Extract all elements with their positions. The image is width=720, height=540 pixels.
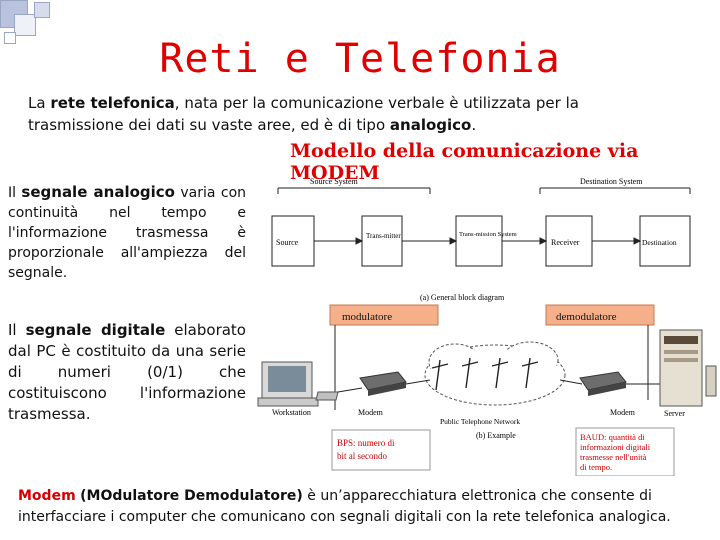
server-label: Server <box>664 409 685 418</box>
modem-right-icon <box>579 371 627 396</box>
modulatore-box <box>329 304 439 326</box>
analog-text: varia con continuità nel tempo e l'infor… <box>8 185 247 281</box>
demodulatore-label: demodulatore <box>556 311 617 323</box>
digital-signal-paragraph: Il segnale digitale elaborato dal PC è c… <box>8 320 246 425</box>
block-transmission: Trans-mission System <box>459 231 517 238</box>
decor-square <box>4 32 16 44</box>
baud-note-box <box>575 427 675 476</box>
bps-note-box <box>331 429 431 471</box>
decor-square <box>14 14 36 36</box>
modem-expansion: (MOdulatore Demodulatore) <box>80 488 303 504</box>
network-label: Public Telephone Network <box>440 417 520 426</box>
decor-square <box>34 2 50 18</box>
intro-bold: rete telefonica <box>50 94 175 112</box>
page-title: Reti e Telefonia <box>159 36 561 82</box>
modem-left-icon <box>359 371 407 396</box>
block-receiver: Receiver <box>551 238 580 247</box>
intro-text: La <box>28 94 51 112</box>
destination-block <box>639 215 691 267</box>
transmission-system-block <box>455 215 503 267</box>
intro-text: . <box>471 116 477 134</box>
digital-bold: segnale digitale <box>25 321 166 339</box>
digital-text: Il <box>8 321 26 339</box>
telephone-network-cloud-icon <box>424 341 566 406</box>
server-icon <box>659 329 717 407</box>
transmitter-block <box>361 215 403 267</box>
modem-term: Modem <box>18 488 76 504</box>
modem-right-label: Modem <box>610 408 636 417</box>
figure-title: Modello della comunicazione via MODEM <box>290 140 639 184</box>
modem-communication-figure: Source System Destination System Source … <box>257 177 717 476</box>
block-transmitter: Trans-mitter <box>366 232 401 240</box>
modulatore-label: modulatore <box>342 311 392 323</box>
modem-left-label: Modem <box>358 408 384 417</box>
receiver-block <box>545 215 593 267</box>
workstation-icon <box>257 361 339 407</box>
digital-text: elaborato dal PC è costituito da una ser… <box>8 321 246 423</box>
caption-a: (a) General block diagram <box>420 293 505 302</box>
footer-text: è un’apparecchiatura elettronica che con… <box>18 488 671 525</box>
block-destination: Destination <box>642 238 677 247</box>
caption-b: (b) Example <box>476 431 516 440</box>
source-system-label: Source System <box>310 177 359 186</box>
intro-bold: analogico <box>389 116 472 134</box>
analog-text: Il <box>8 185 22 201</box>
demodulatore-box <box>545 304 655 326</box>
modem-definition: Modem (MOdulatore Demodulatore) è un’app… <box>18 486 718 528</box>
intro-paragraph: La rete telefonica, nata per la comunica… <box>28 92 668 136</box>
source-block <box>271 215 315 267</box>
block-source: Source <box>276 238 299 247</box>
analog-signal-paragraph: Il segnale analogico varia con continuit… <box>8 182 246 283</box>
destination-system-label: Destination System <box>580 177 643 186</box>
workstation-label: Workstation <box>272 408 311 417</box>
analog-bold: segnale analogico <box>21 183 175 201</box>
intro-text: , nata per la comunicazione verbale è ut… <box>28 94 579 134</box>
